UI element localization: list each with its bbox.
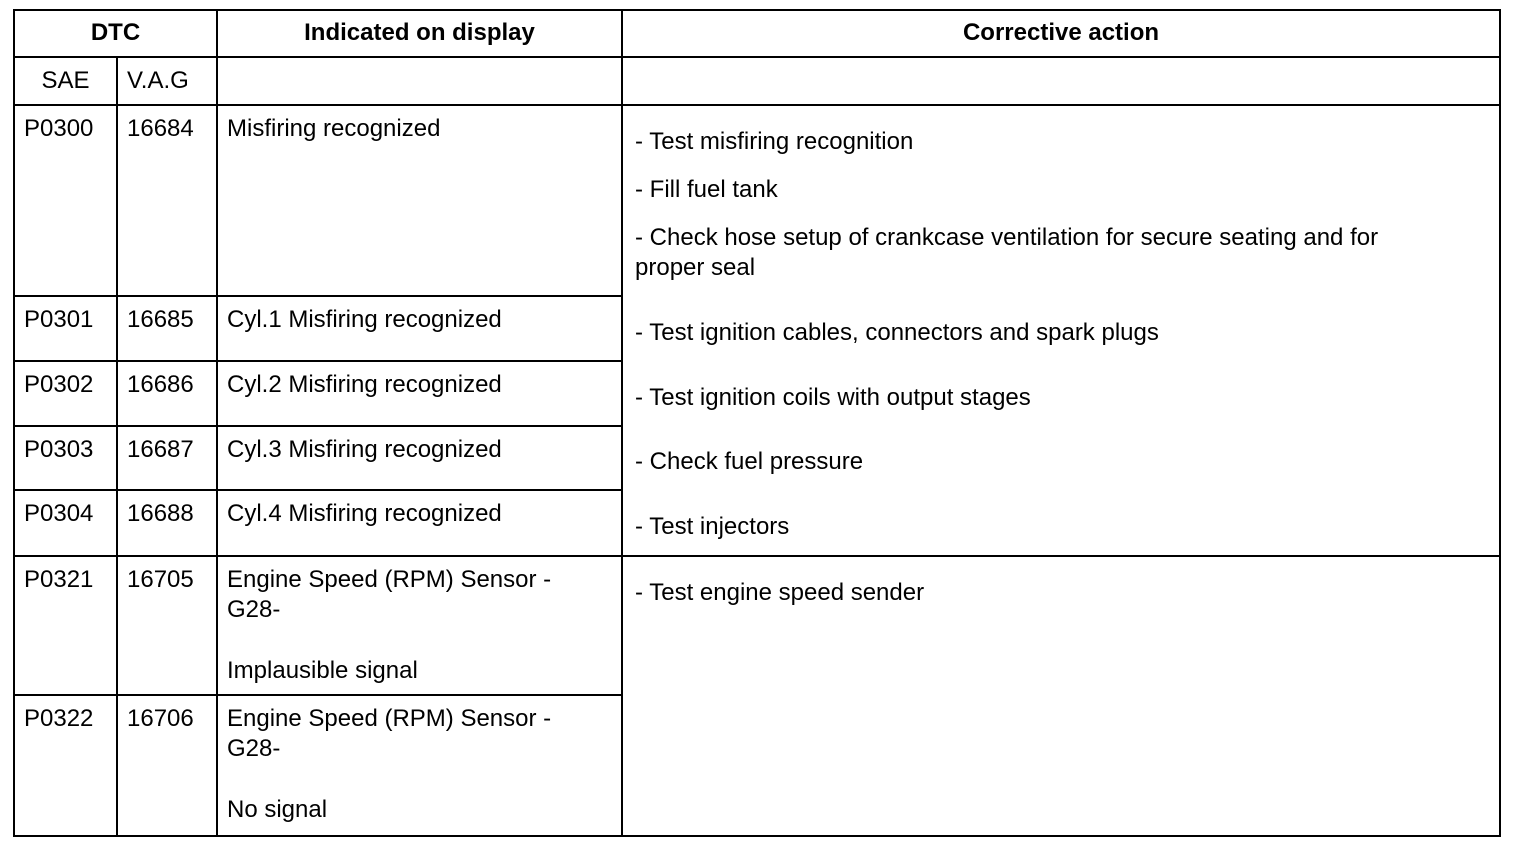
header-indicated-on-display: Indicated on display	[304, 19, 535, 46]
cell-display-line3: No signal	[227, 796, 328, 823]
cell-vag: 16686	[127, 371, 194, 398]
action-item: - Check hose setup of crankcase ventilat…	[635, 224, 1379, 251]
cell-display: Cyl.4 Misfiring recognized	[227, 500, 502, 527]
cell-sae: P0304	[24, 500, 94, 527]
cell-display: Cyl.3 Misfiring recognized	[227, 436, 502, 463]
cell-vag: 16705	[127, 566, 194, 593]
cell-vag: 16706	[127, 705, 194, 732]
cell-display-line3: Implausible signal	[227, 657, 418, 684]
header-corrective-action: Corrective action	[962, 19, 1160, 46]
action-item: - Check fuel pressure	[635, 448, 864, 475]
cell-sae: P0322	[24, 705, 94, 732]
cell-display: Cyl.2 Misfiring recognized	[227, 371, 502, 398]
header-dtc: DTC	[90, 19, 141, 46]
subheader-sae: SAE	[41, 67, 90, 94]
cell-display-line2: G28-	[227, 735, 281, 762]
cell-sae: P0301	[24, 306, 94, 333]
cell-sae: P0300	[24, 115, 94, 142]
cell-display-line1: Engine Speed (RPM) Sensor -	[227, 566, 552, 593]
cell-vag: 16688	[127, 500, 194, 527]
table-border	[13, 9, 1501, 837]
cell-display-line2: G28-	[227, 596, 281, 623]
action-item: - Test misfiring recognition	[635, 128, 914, 155]
cell-vag: 16685	[127, 306, 194, 333]
action-item: - Test injectors	[635, 513, 790, 540]
action-item: - Test ignition cables, connectors and s…	[635, 319, 1159, 346]
cell-display-line1: Engine Speed (RPM) Sensor -	[227, 705, 552, 732]
cell-sae: P0321	[24, 566, 94, 593]
action-item-continuation: proper seal	[635, 254, 756, 281]
cell-display: Misfiring recognized	[227, 115, 441, 142]
cell-vag: 16684	[127, 115, 194, 142]
action-item: - Fill fuel tank	[635, 176, 778, 203]
subheader-vag: V.A.G	[127, 67, 189, 94]
cell-display: Cyl.1 Misfiring recognized	[227, 306, 502, 333]
cell-sae: P0303	[24, 436, 94, 463]
cell-sae: P0302	[24, 371, 94, 398]
action-item: - Test engine speed sender	[635, 579, 925, 606]
action-item: - Test ignition coils with output stages	[635, 384, 1031, 411]
cell-vag: 16687	[127, 436, 194, 463]
